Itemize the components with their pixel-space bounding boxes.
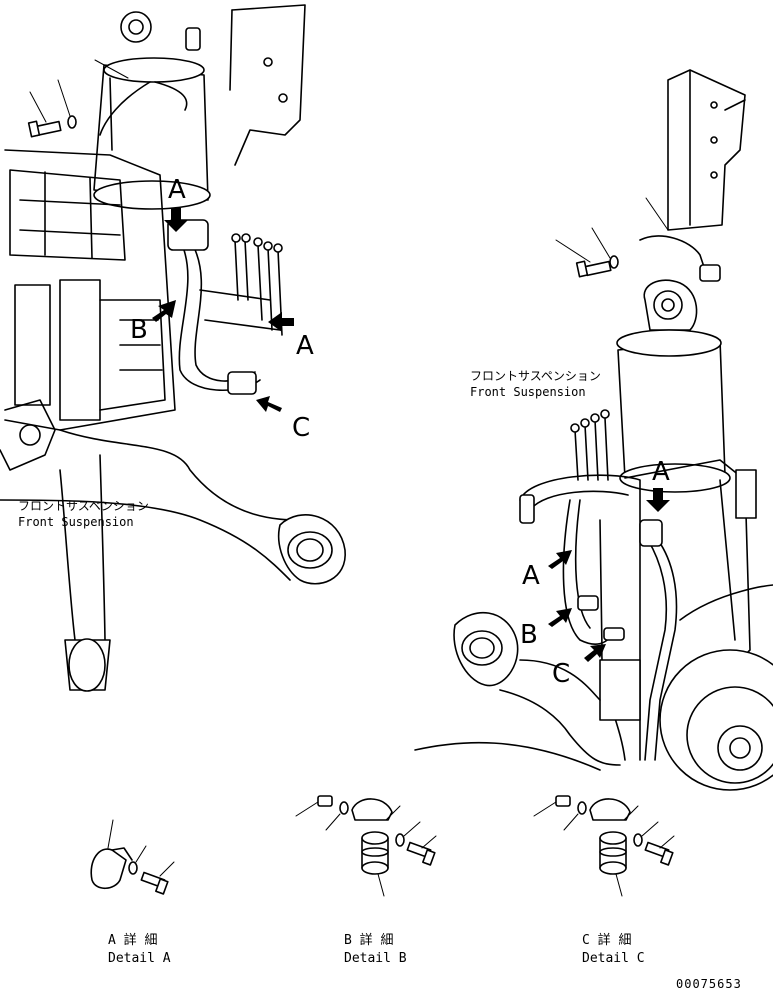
- washer-icon: [395, 833, 405, 847]
- right-label-jp: フロントサスペンション: [470, 369, 601, 383]
- nut-icon: [317, 795, 333, 807]
- left-callout-a-top: A: [168, 175, 186, 205]
- right-callout-a-top: A: [652, 457, 670, 487]
- right-label-en: Front Suspension: [470, 385, 586, 399]
- right-arrow-a: [548, 550, 572, 569]
- detail-b-clamp: [295, 795, 437, 897]
- right-suspension-assembly: [414, 69, 773, 791]
- washer-icon: [339, 801, 349, 815]
- left-arrow-a-side: [268, 312, 294, 332]
- right-arrow-b: [548, 608, 572, 627]
- detail-b-en: Detail B: [344, 951, 407, 966]
- detail-b-jp: B 詳 細: [344, 932, 393, 948]
- right-arrow-a-down: [646, 488, 670, 512]
- detail-c-en: Detail C: [582, 951, 645, 966]
- left-callout-a: A: [296, 331, 314, 361]
- detail-a-jp: A 詳 細: [108, 932, 157, 948]
- right-callout-a: A: [522, 561, 540, 591]
- left-callout-c: C: [292, 413, 310, 443]
- left-arrow-c: [256, 396, 282, 412]
- left-label-jp: フロントサスペンション: [18, 499, 149, 513]
- left-label-en: Front Suspension: [18, 515, 134, 529]
- bolt-icon: [644, 841, 674, 866]
- washer-icon: [67, 115, 77, 129]
- bolt-icon: [140, 871, 169, 895]
- washer-icon: [633, 833, 643, 847]
- drawing-number: 00075653: [676, 977, 742, 991]
- detail-a-clamp: [90, 819, 175, 895]
- washer-icon: [128, 861, 138, 875]
- left-arrow-b: [152, 300, 176, 322]
- bolt-icon: [406, 841, 436, 866]
- detail-c-jp: C 詳 細: [582, 932, 631, 948]
- left-arrow-a-down: [164, 208, 188, 232]
- bolt-icon: [27, 120, 62, 138]
- right-arrow-c: [584, 644, 606, 662]
- left-callout-b: B: [130, 315, 148, 345]
- detail-a-en: Detail A: [108, 951, 171, 966]
- bolt-icon: [575, 260, 612, 278]
- detail-c-clamp: [533, 795, 675, 897]
- right-callout-c: C: [552, 659, 570, 689]
- nut-icon: [555, 795, 571, 807]
- washer-icon: [577, 801, 587, 815]
- left-suspension-assembly: [0, 4, 346, 692]
- washer-icon: [609, 255, 619, 269]
- right-callout-b: B: [520, 620, 538, 650]
